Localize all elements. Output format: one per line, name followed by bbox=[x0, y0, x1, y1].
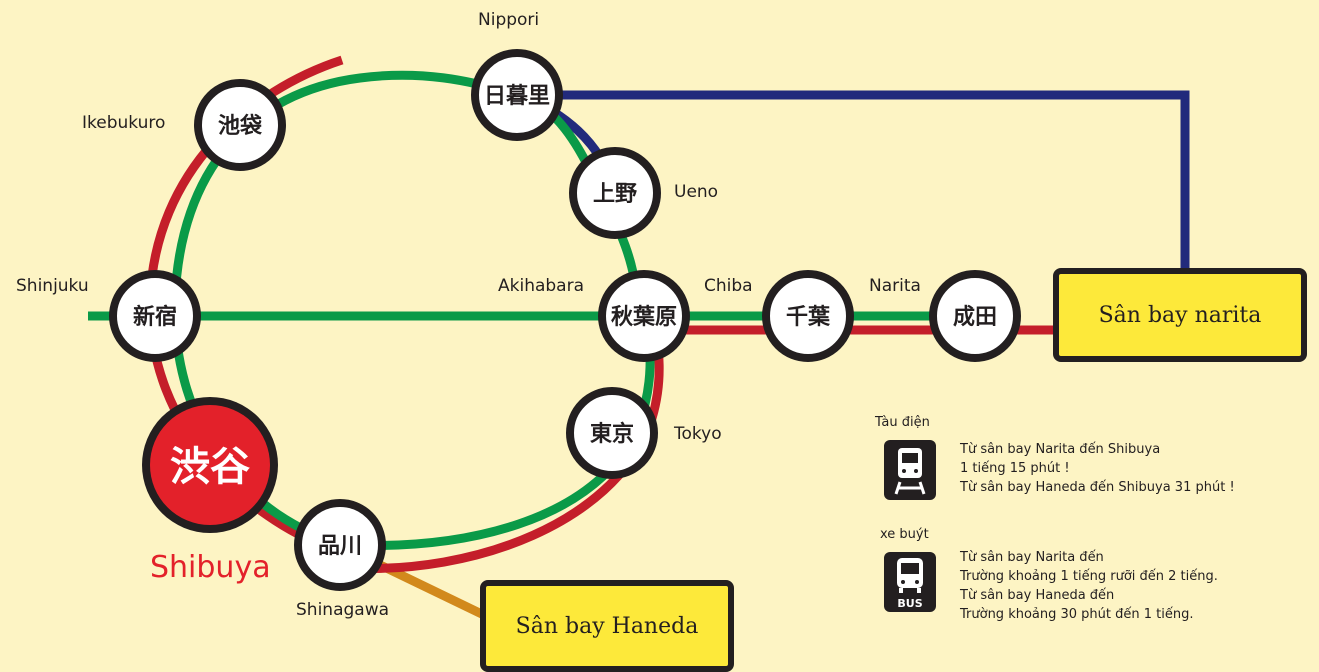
station-nippori[interactable]: 日暮里 bbox=[471, 49, 563, 141]
legend-bus-text: Từ sân bay Narita đến Trường khoảng 1 ti… bbox=[960, 548, 1218, 624]
legend-train-line-2: 1 tiếng 15 phút ! bbox=[960, 461, 1070, 476]
station-chiba[interactable]: 千葉 bbox=[762, 270, 854, 362]
legend-bus-line-2: Trường khoảng 1 tiếng rưỡi đến 2 tiếng. bbox=[960, 569, 1218, 584]
label-akihabara: Akihabara bbox=[498, 276, 585, 296]
label-shibuya: Shibuya bbox=[150, 550, 271, 585]
bus-icon-label: BUS bbox=[897, 597, 922, 610]
station-narita[interactable]: 成田 bbox=[929, 270, 1021, 362]
station-shinagawa[interactable]: 品川 bbox=[294, 499, 386, 591]
airport-narita[interactable]: Sân bay narita bbox=[1053, 268, 1307, 362]
bus-icon: BUS bbox=[884, 552, 936, 612]
label-ikebukuro: Ikebukuro bbox=[82, 113, 166, 133]
legend-train-line-3: Từ sân bay Haneda đến Shibuya 31 phút ! bbox=[960, 480, 1235, 495]
station-nippori-jp: 日暮里 bbox=[484, 84, 550, 109]
station-chiba-jp: 千葉 bbox=[786, 305, 831, 330]
station-tokyo-jp: 東京 bbox=[590, 421, 634, 447]
legend-bus-heading: xe buýt bbox=[880, 527, 929, 542]
station-shibuya-jp: 渋谷 bbox=[170, 444, 250, 490]
legend-bus-line-3: Từ sân bay Haneda đến bbox=[960, 588, 1115, 603]
legend-train-heading: Tàu điện bbox=[875, 415, 930, 430]
station-ikebukuro[interactable]: 池袋 bbox=[194, 79, 286, 171]
label-shinagawa: Shinagawa bbox=[296, 600, 390, 620]
legend-train-text: Từ sân bay Narita đến Shibuya 1 tiếng 15… bbox=[960, 440, 1235, 497]
legend-bus-line-1: Từ sân bay Narita đến bbox=[960, 550, 1104, 565]
station-shinjuku-jp: 新宿 bbox=[133, 304, 177, 330]
station-tokyo[interactable]: 東京 bbox=[566, 387, 658, 479]
station-shinagawa-jp: 品川 bbox=[318, 534, 362, 559]
station-shibuya[interactable]: 渋谷 bbox=[142, 397, 278, 533]
legend-train-line-1: Từ sân bay Narita đến Shibuya bbox=[960, 442, 1161, 457]
station-ueno-jp: 上野 bbox=[593, 182, 637, 207]
station-ueno[interactable]: 上野 bbox=[569, 147, 661, 239]
label-tokyo: Tokyo bbox=[674, 424, 722, 444]
label-nippori: Nippori bbox=[478, 10, 540, 30]
keisei-line-nippori-narita bbox=[520, 90, 1190, 270]
label-shinjuku: Shinjuku bbox=[16, 276, 89, 296]
station-narita-jp: 成田 bbox=[953, 305, 997, 330]
label-narita: Narita bbox=[869, 276, 921, 296]
legend-bus-line-4: Trường khoảng 30 phút đến 1 tiếng. bbox=[960, 607, 1194, 622]
label-chiba: Chiba bbox=[704, 276, 753, 296]
station-akihabara[interactable]: 秋葉原 bbox=[598, 270, 690, 362]
station-shinjuku[interactable]: 新宿 bbox=[109, 270, 201, 362]
airport-haneda[interactable]: Sân bay Haneda bbox=[480, 580, 734, 672]
train-icon bbox=[884, 440, 936, 500]
label-ueno: Ueno bbox=[674, 182, 719, 202]
station-akihabara-jp: 秋葉原 bbox=[611, 305, 677, 330]
station-ikebukuro-jp: 池袋 bbox=[218, 113, 263, 139]
